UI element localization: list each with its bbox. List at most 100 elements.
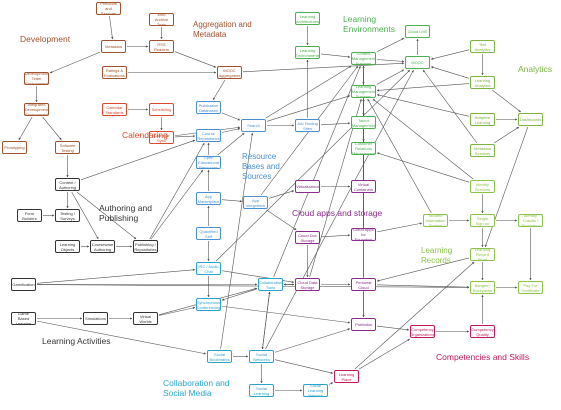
node-calstd[interactable]: Calendar Standards <box>102 103 127 116</box>
node-sis[interactable]: Student Information System <box>423 214 448 227</box>
node-formbuilders[interactable]: Form Builders <box>17 209 42 222</box>
edge-cms-to-mooc <box>376 59 405 63</box>
node-talent[interactable]: Talent Management <box>351 116 376 129</box>
node-coursereps[interactable]: Course Repositories <box>196 129 221 142</box>
edge-sociallearnnet-to-learnplace <box>328 382 334 385</box>
node-metasvc[interactable]: Metadata Services <box>470 144 495 157</box>
node-moocagg[interactable]: MOOC Aggregators <box>217 66 242 79</box>
node-prototyping[interactable]: Prototyping <box>2 141 27 154</box>
node-lrs[interactable]: Learning Record Store <box>470 248 495 261</box>
node-ratings[interactable]: Ratings & Evaluations <box>102 66 127 79</box>
node-cloudapps[interactable]: Cloud Apps for Education <box>351 228 376 241</box>
edge-lms-to-mooc <box>376 69 405 85</box>
node-syncconf[interactable]: Synchronous Conferencing <box>196 298 221 311</box>
node-intdev[interactable]: Integrated Development Environment <box>24 103 49 116</box>
group-label-activities: Learning Activities <box>42 336 111 346</box>
edge-adaptive-to-lms <box>376 94 470 117</box>
edge-virtualworlds-to-syncconf <box>158 306 196 316</box>
group-label-competencies: Competencies and Skills <box>436 352 530 362</box>
node-virtualization[interactable]: Virtualization <box>295 180 320 193</box>
edge-metadata-to-devteam <box>49 51 101 74</box>
node-crm[interactable]: Customer Relations Management <box>351 142 376 155</box>
node-rssreaders[interactable]: RSS Readers <box>149 40 174 53</box>
node-adaptive[interactable]: Adaptive Learning <box>470 113 495 126</box>
node-virtualworlds[interactable]: Virtual Worlds <box>133 312 158 325</box>
node-dashboards[interactable]: Dashboards <box>518 113 543 126</box>
node-pubdb[interactable]: Publication Databases <box>196 101 221 114</box>
node-metadata[interactable]: Metadata <box>101 40 126 53</box>
node-protocols[interactable]: Protocols and Services <box>96 2 121 15</box>
node-identity[interactable]: Identity Services <box>470 180 495 193</box>
node-clouddoc[interactable]: Cloud Doc Storage <box>295 231 320 244</box>
node-personalcloud[interactable]: Personal Cloud <box>351 278 376 291</box>
node-cms[interactable]: Content Management Systems <box>351 52 376 65</box>
node-webarchive[interactable]: Web Archive Tools <box>149 13 174 26</box>
edge-learnanalytics-to-lms <box>376 83 470 92</box>
node-testing[interactable]: Testing / Surveys <box>55 209 80 222</box>
node-learnenv[interactable]: Learning Environments <box>295 46 320 59</box>
node-learnobj[interactable]: Learning Objects <box>55 240 80 253</box>
node-compquality[interactable]: Competency Quality <box>470 325 495 338</box>
node-socialnet[interactable]: Social Networks <box>249 350 274 363</box>
edge-portfolios-to-compaorg <box>376 325 410 331</box>
edge-contentauth-to-publishing <box>76 191 137 240</box>
edge-socialnet-to-portfolios <box>274 328 351 353</box>
edge-search-to-lms <box>266 95 351 122</box>
node-lms[interactable]: Learning Management Systems <box>351 85 376 98</box>
node-search[interactable]: Search <box>241 119 266 132</box>
node-irc[interactable]: IRC / Audio Chat <box>196 262 221 275</box>
node-devteam[interactable]: Development Team Environment <box>24 72 49 85</box>
edge-learnanalytics-to-dashboards <box>492 89 521 113</box>
node-publishing[interactable]: Publishing / Repositories <box>133 240 158 253</box>
node-oer[interactable]: Open Educational Resources <box>196 156 221 169</box>
node-gamification[interactable]: Gamification <box>11 278 36 291</box>
edge-appmarket-to-appint <box>221 199 243 203</box>
edge-jobsites-to-talent <box>320 122 351 126</box>
node-jobsites[interactable]: Job Finding Sites <box>295 119 320 132</box>
edge-learnplace-to-lrs <box>354 261 475 370</box>
node-softtest[interactable]: Software Testing <box>55 141 80 154</box>
node-courseware[interactable]: Courseware Authoring <box>90 240 115 253</box>
node-compaorg[interactable]: Competency Organizations <box>410 325 435 338</box>
node-mooc[interactable]: MOOC <box>405 56 430 69</box>
group-label-development: Development <box>20 34 71 44</box>
node-learnplace[interactable]: Learning Place <box>334 370 359 383</box>
node-calsync[interactable]: Calendar Sync <box>149 131 174 144</box>
edge-contentauth-to-courseware <box>71 191 99 240</box>
node-appmarket[interactable]: App Marketplace <box>196 192 221 205</box>
edge-search-to-cms <box>265 65 352 119</box>
edge-socialnet-to-mooc <box>265 69 414 350</box>
edge-appint-to-clouddoc <box>266 209 297 231</box>
node-signon[interactable]: Single Sign-on <box>470 214 495 227</box>
edge-identity-to-lms <box>372 98 474 180</box>
node-collabtools[interactable]: Collaboration Tools <box>258 278 283 291</box>
node-sociallearn[interactable]: Social Learning <box>249 384 274 397</box>
group-label-calendaring: Calendaring <box>122 130 168 140</box>
edge-clouddoc-to-cloudapps <box>320 234 351 238</box>
node-vcontainers[interactable]: Virtual Containers <box>351 180 376 193</box>
node-clouddata[interactable]: Cloud Data Storage <box>295 278 320 291</box>
edge-sis-to-lms <box>367 98 432 214</box>
edge-collabtools-to-cms <box>273 65 361 278</box>
node-portfolios[interactable]: Portfolios <box>351 318 376 331</box>
node-cloudlms[interactable]: Cloud LMS <box>405 25 430 38</box>
node-sociallearnnet[interactable]: Social Learning Network <box>303 384 328 397</box>
node-scheduling[interactable]: Scheduling <box>149 103 174 116</box>
group-label-analytics: Analytics <box>518 64 553 74</box>
edge-moocagg-to-mooc <box>242 62 405 73</box>
node-socialbook[interactable]: Social Bookmarks <box>207 350 232 363</box>
node-learnarch[interactable]: Learning Architectures <box>295 12 320 25</box>
node-learnanalytics[interactable]: Learning Analytics <box>470 76 495 89</box>
node-badges[interactable]: Badges / Backpacks <box>470 281 495 294</box>
node-contentauth[interactable]: Content / Authoring <box>55 178 80 191</box>
node-payfor[interactable]: Pay For Certificate <box>518 281 543 294</box>
node-qself[interactable]: Quantified Self <box>196 227 221 240</box>
node-textanalytics[interactable]: Text Analytics <box>470 40 495 53</box>
node-simulations[interactable]: Simulations <box>83 312 108 325</box>
node-idcheck[interactable]: Identity Checks / Proctoring <box>518 214 543 227</box>
node-gamebased[interactable]: Game Based Learning <box>11 312 36 325</box>
edge-textanalytics-to-mooc <box>430 49 470 60</box>
node-appint[interactable]: App Integration <box>243 196 268 209</box>
edge-learnanalytics-to-mooc <box>430 66 470 79</box>
